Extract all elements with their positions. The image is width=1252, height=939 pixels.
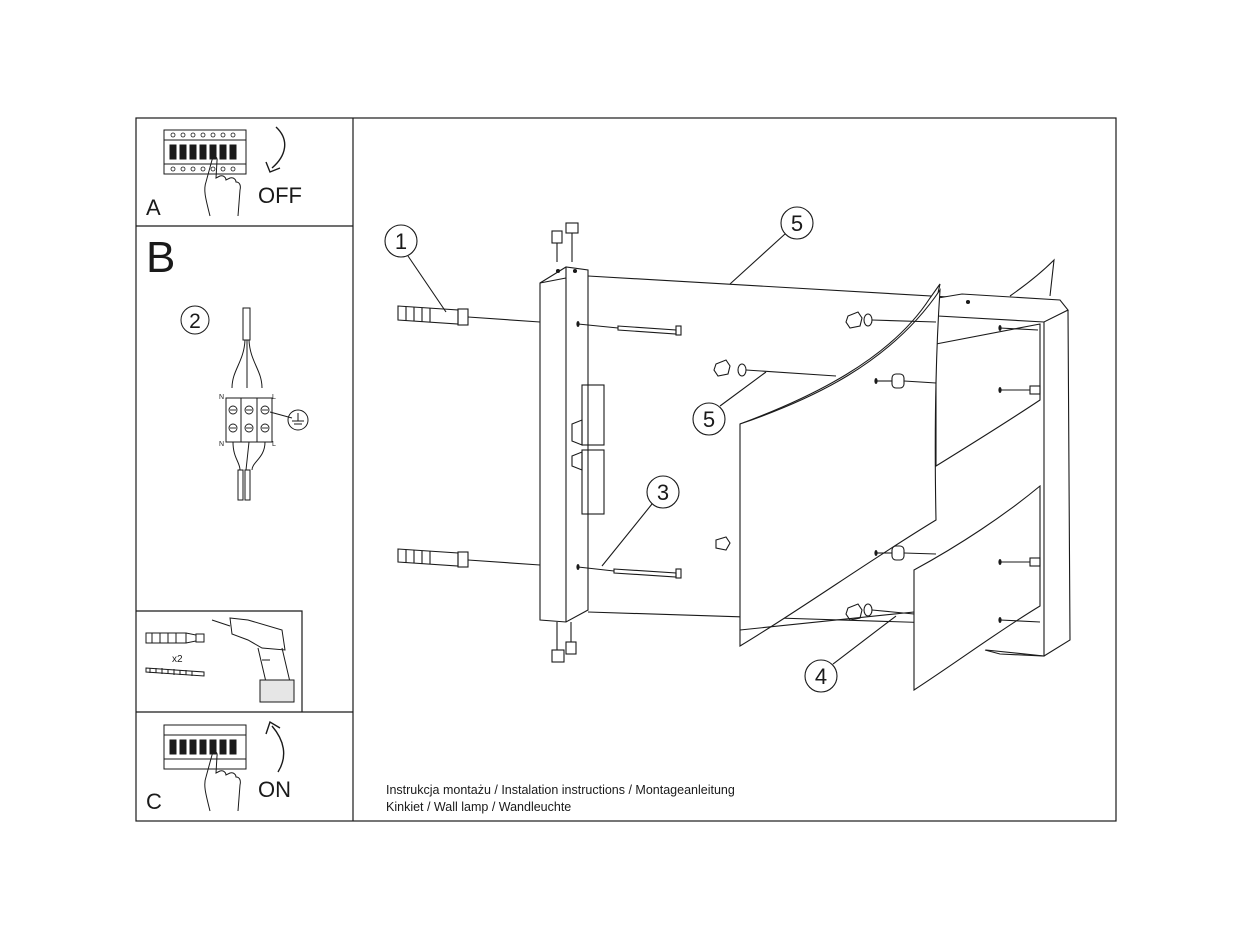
caption-line-2: Kinkiet / Wall lamp / Wandleuchte xyxy=(386,800,572,814)
quantity-label: x2 xyxy=(172,654,183,665)
nut-washer-middle xyxy=(713,359,837,377)
circuit-breaker-icon-c xyxy=(163,724,247,770)
callout-4-circle xyxy=(804,659,838,693)
circuit-breaker-icon xyxy=(163,129,247,175)
terminal-block-icon xyxy=(225,397,273,443)
arrow-down-icon xyxy=(265,126,286,173)
callout-3-number: 3 xyxy=(657,480,669,505)
callout-5-top-number: 5 xyxy=(791,211,803,236)
upper-small-shade xyxy=(935,323,1041,467)
caption-line-1: Instrukcja montażu / Instalation instruc… xyxy=(386,783,735,797)
wall-plug-icon xyxy=(145,632,205,644)
callout-2-circle xyxy=(180,305,210,335)
right-side-screws xyxy=(999,327,1041,623)
callout-4-number: 4 xyxy=(815,664,827,689)
ground-icon xyxy=(287,409,309,431)
callout-5-top-circle xyxy=(780,206,814,240)
on-label: ON xyxy=(258,777,291,802)
terminal-n-top: N xyxy=(219,394,224,401)
fixing-screw-bottom xyxy=(577,566,682,579)
fixing-screw-top xyxy=(577,323,682,336)
lower-small-shade xyxy=(913,484,1041,692)
panel-c-letter: C xyxy=(146,789,162,814)
callout-1-circle xyxy=(384,224,418,258)
nut-washer-top xyxy=(845,311,937,329)
terminal-l-top: L xyxy=(272,394,276,401)
bracket-bolts xyxy=(551,222,579,663)
arrow-up-icon xyxy=(265,720,285,773)
terminal-l-bottom: L xyxy=(272,441,276,448)
screw-holes xyxy=(576,321,1002,623)
panel-a xyxy=(163,126,286,217)
wall-plug-top xyxy=(397,305,541,326)
drill-icon xyxy=(211,617,295,703)
hand-icon-c xyxy=(204,751,241,812)
callouts xyxy=(384,206,897,693)
callout-1-number: 1 xyxy=(395,229,407,254)
lamp-body xyxy=(587,258,1071,657)
hand-icon xyxy=(204,156,241,217)
shade-fixing-nut xyxy=(715,536,731,551)
callout-2-number: 2 xyxy=(189,310,201,333)
outer-frame xyxy=(135,117,1117,822)
wiring-diagram xyxy=(180,305,309,501)
nut-washer-bottom xyxy=(845,603,915,621)
spacer-bottom xyxy=(876,545,937,561)
tools-box-border xyxy=(136,610,303,712)
panel-b-letter: B xyxy=(146,233,175,282)
screw-icon xyxy=(145,667,205,677)
tools-box xyxy=(145,617,295,703)
callout-5-middle-circle xyxy=(692,402,726,436)
spacer-top xyxy=(876,373,937,389)
exploded-view xyxy=(384,206,1071,693)
panel-c xyxy=(163,720,285,812)
callout-5-middle-number: 5 xyxy=(703,407,715,432)
wall-plug-bottom xyxy=(397,548,541,568)
callout-3-circle xyxy=(646,475,680,509)
off-label: OFF xyxy=(258,183,302,208)
cable-sheath xyxy=(242,307,251,341)
panel-a-letter: A xyxy=(146,195,161,220)
mounting-bracket xyxy=(539,266,605,623)
large-shade-front xyxy=(739,288,941,647)
terminal-n-bottom: N xyxy=(219,441,224,448)
